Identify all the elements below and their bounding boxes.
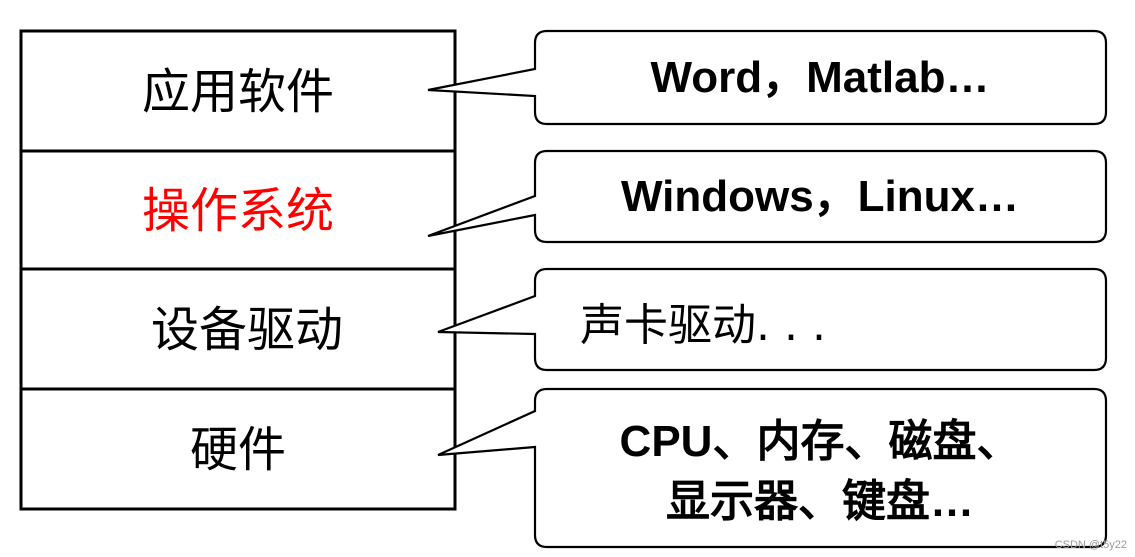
- callout-bubble-driver: [437, 267, 1108, 372]
- layer-device-driver: 设备驱动: [151, 302, 343, 358]
- callout-text-driver: 声卡驱动. . .: [580, 300, 826, 351]
- layer-hardware: 硬件: [190, 422, 286, 478]
- callout-text-os: Windows，Linux…: [621, 172, 1019, 221]
- callout-text-application: Word，Matlab…: [651, 53, 990, 102]
- callout-text-hardware-line2: 显示器、键盘…: [666, 477, 974, 526]
- callout-bubble-hardware: [437, 387, 1108, 549]
- callout-bubble-application: [427, 29, 1108, 126]
- watermark: CSDN @t5y22: [1054, 539, 1127, 551]
- layer-operating-system: 操作系统: [142, 183, 334, 239]
- callout-bubble-os: [427, 149, 1108, 244]
- layer-application-software: 应用软件: [142, 64, 334, 120]
- callout-text-hardware-line1: CPU、内存、磁盘、: [620, 417, 1021, 466]
